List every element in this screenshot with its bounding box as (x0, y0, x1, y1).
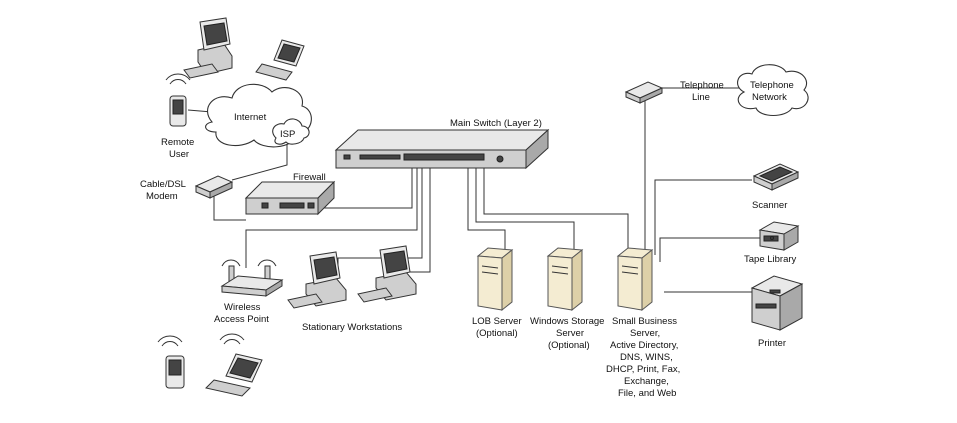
remote-user-label-line1: Remote (161, 137, 194, 148)
wireless-ap-label-line1: Wireless (224, 302, 261, 313)
telephone-network-label-line1: Telephone (750, 80, 794, 91)
wireless-laptop-signal-icon (219, 333, 245, 345)
main-switch-label: Main Switch (Layer 2) (450, 118, 542, 129)
firewall-label: Firewall (293, 172, 326, 183)
cable-modem-label-line1: Cable/DSL (140, 179, 186, 190)
telephone-line-device-icon (624, 81, 664, 104)
windows-storage-label-line2: Server (556, 328, 584, 339)
sbs-label-line3: Active Directory, (610, 340, 678, 351)
lob-server-icon (476, 247, 514, 312)
cable-modem-label-line2: Modem (146, 191, 178, 202)
workstation-icon (287, 251, 347, 309)
windows-storage-label-line3: (Optional) (548, 340, 590, 351)
printer-icon (750, 275, 804, 331)
sbs-label-line5: DHCP, Print, Fax, (606, 364, 680, 375)
sbs-label-line4: DNS, WINS, (620, 352, 673, 363)
wireless-ap-label-line2: Access Point (214, 314, 269, 325)
telephone-line-label-line2: Line (692, 92, 710, 103)
isp-label: ISP (280, 129, 295, 140)
remote-pda-icon (169, 95, 187, 127)
remote-laptop-icon (255, 39, 305, 81)
tape-library-label: Tape Library (744, 254, 797, 265)
sbs-label-line2: Server, (630, 328, 660, 339)
remote-wifi-signal-icon (165, 73, 191, 85)
telephone-network-label-line2: Network (752, 92, 787, 103)
remote-user-label-line2: User (169, 149, 189, 160)
sbs-label-line7: File, and Web (618, 388, 676, 399)
sbs-server-icon (616, 247, 654, 312)
internet-label: Internet (234, 112, 267, 123)
firewall-icon (244, 180, 336, 216)
wireless-access-point-icon (220, 259, 284, 297)
stationary-workstations-label: Stationary Workstations (302, 322, 402, 333)
sbs-label-line1: Small Business (612, 316, 677, 327)
wireless-laptop-icon (205, 353, 263, 397)
wireless-pda-icon (165, 355, 185, 389)
scanner-icon (752, 163, 800, 191)
scanner-label: Scanner (752, 200, 787, 211)
workstation-icon (357, 245, 417, 303)
telephone-network-cloud (737, 64, 809, 117)
telephone-line-label-line1: Telephone (680, 80, 724, 91)
wireless-pda-signal-icon (157, 335, 183, 347)
windows-storage-label-line1: Windows Storage (530, 316, 604, 327)
remote-desktop-computer-icon (183, 17, 233, 79)
lob-server-label-line2: (Optional) (476, 328, 518, 339)
windows-storage-server-icon (546, 247, 584, 312)
tape-library-icon (758, 221, 800, 251)
cable-modem-icon (194, 175, 234, 199)
printer-label: Printer (758, 338, 786, 349)
lob-server-label-line1: LOB Server (472, 316, 522, 327)
main-switch-icon (334, 128, 550, 170)
sbs-label-line6: Exchange, (624, 376, 669, 387)
isp-cloud (272, 118, 310, 145)
